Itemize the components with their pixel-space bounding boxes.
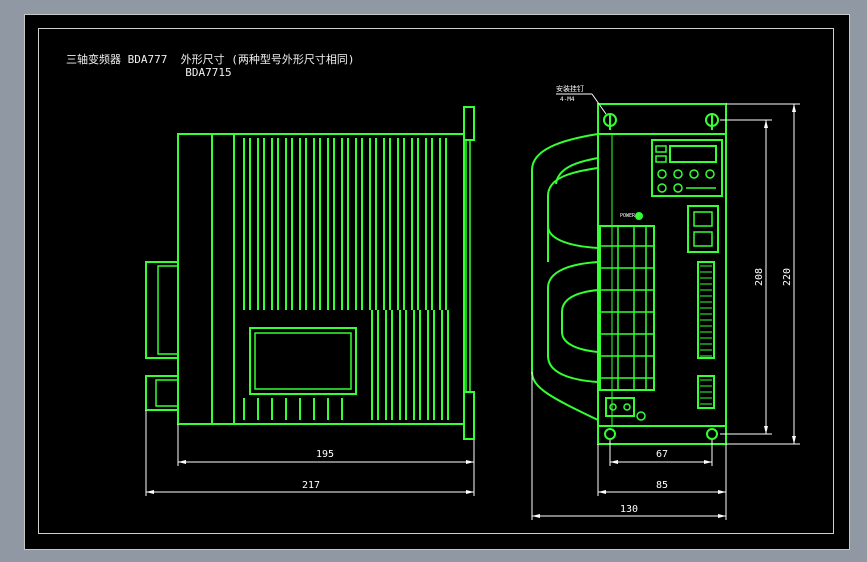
dim-217: 217 bbox=[302, 480, 320, 491]
dim-130: 130 bbox=[620, 504, 638, 515]
dim-195: 195 bbox=[316, 449, 334, 460]
front-view bbox=[531, 103, 727, 445]
title-line-1: 三轴变频器 BDA777 外形尺寸 (两种型号外形尺寸相同) bbox=[66, 53, 355, 66]
power-label: POWER bbox=[620, 213, 636, 219]
heatsink-fins bbox=[243, 138, 449, 420]
drawing-title: 三轴变频器 BDA777 外形尺寸 (两种型号外形尺寸相同) BDA7715 bbox=[66, 53, 354, 79]
io-pins bbox=[700, 265, 712, 405]
ground-terminal bbox=[605, 397, 635, 417]
dim-208: 208 bbox=[754, 268, 765, 286]
mount-hole-bottom-left bbox=[604, 428, 616, 440]
io-terminal-strip-small bbox=[697, 375, 715, 409]
keypad-panel bbox=[651, 139, 723, 197]
front-chassis bbox=[597, 103, 727, 445]
io-terminal-strip bbox=[697, 261, 715, 359]
side-view bbox=[145, 106, 475, 440]
display-window bbox=[669, 145, 717, 163]
dimension-arrows bbox=[146, 104, 796, 518]
side-connector-top bbox=[145, 261, 179, 359]
side-connector-bottom bbox=[145, 375, 179, 411]
dim-67: 67 bbox=[656, 449, 668, 460]
terminal-block-main bbox=[599, 225, 655, 391]
front-cover-outer bbox=[531, 133, 599, 421]
dimension-lines bbox=[145, 103, 800, 520]
callout-text-2: 4-M4 bbox=[560, 96, 575, 103]
drawing-border bbox=[38, 28, 834, 534]
dim-220: 220 bbox=[782, 268, 793, 286]
rj45-ports bbox=[687, 205, 719, 253]
callout-text-1: 安装挂钉 bbox=[556, 84, 584, 93]
dim-85: 85 bbox=[656, 480, 668, 491]
title-line-2: BDA7715 bbox=[185, 66, 232, 79]
terminal-dividers bbox=[600, 245, 654, 379]
mount-callout bbox=[556, 93, 607, 115]
side-label-window bbox=[249, 327, 357, 395]
mount-hole-bottom-right bbox=[706, 428, 718, 440]
